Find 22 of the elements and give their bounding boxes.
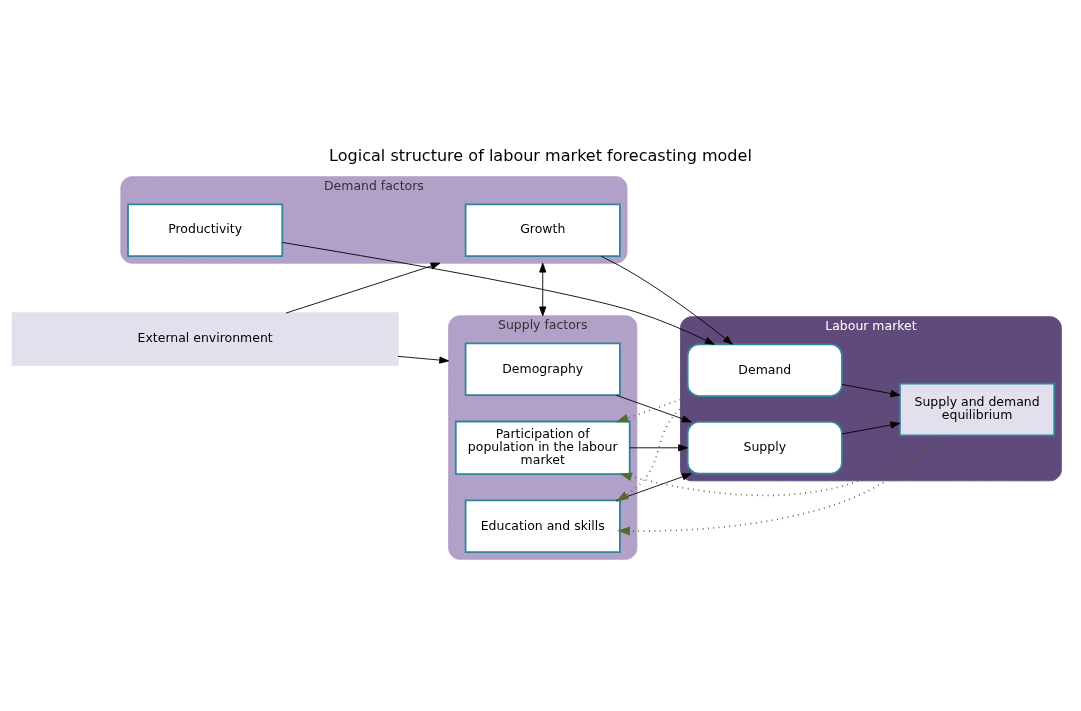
- node-box: Productivity: [127, 203, 284, 257]
- node-box: Education and skills: [464, 499, 621, 554]
- arrow: [616, 395, 698, 502]
- arrow: [397, 355, 450, 364]
- node-box: Demography: [464, 342, 621, 397]
- diagram-title: Logical structure of labour market forecasting model: [329, 145, 752, 165]
- node-box: Demand: [686, 343, 843, 397]
- arrow: [629, 444, 688, 452]
- arrow: [539, 262, 547, 317]
- arrow: [841, 421, 901, 435]
- arrow: [600, 255, 733, 345]
- node-box: Supply: [686, 421, 843, 475]
- arrow: [285, 262, 441, 314]
- arrow: [619, 434, 944, 497]
- node-box: Supply and demand equilibrium: [899, 382, 1056, 437]
- node-box: Participation of population in the labour market: [454, 420, 631, 475]
- arrow: [615, 473, 692, 501]
- arrow: [841, 384, 901, 398]
- node-box: Growth: [464, 203, 621, 257]
- arrow: [281, 242, 715, 345]
- node-box: External environment: [11, 312, 399, 366]
- arrow: [617, 434, 950, 536]
